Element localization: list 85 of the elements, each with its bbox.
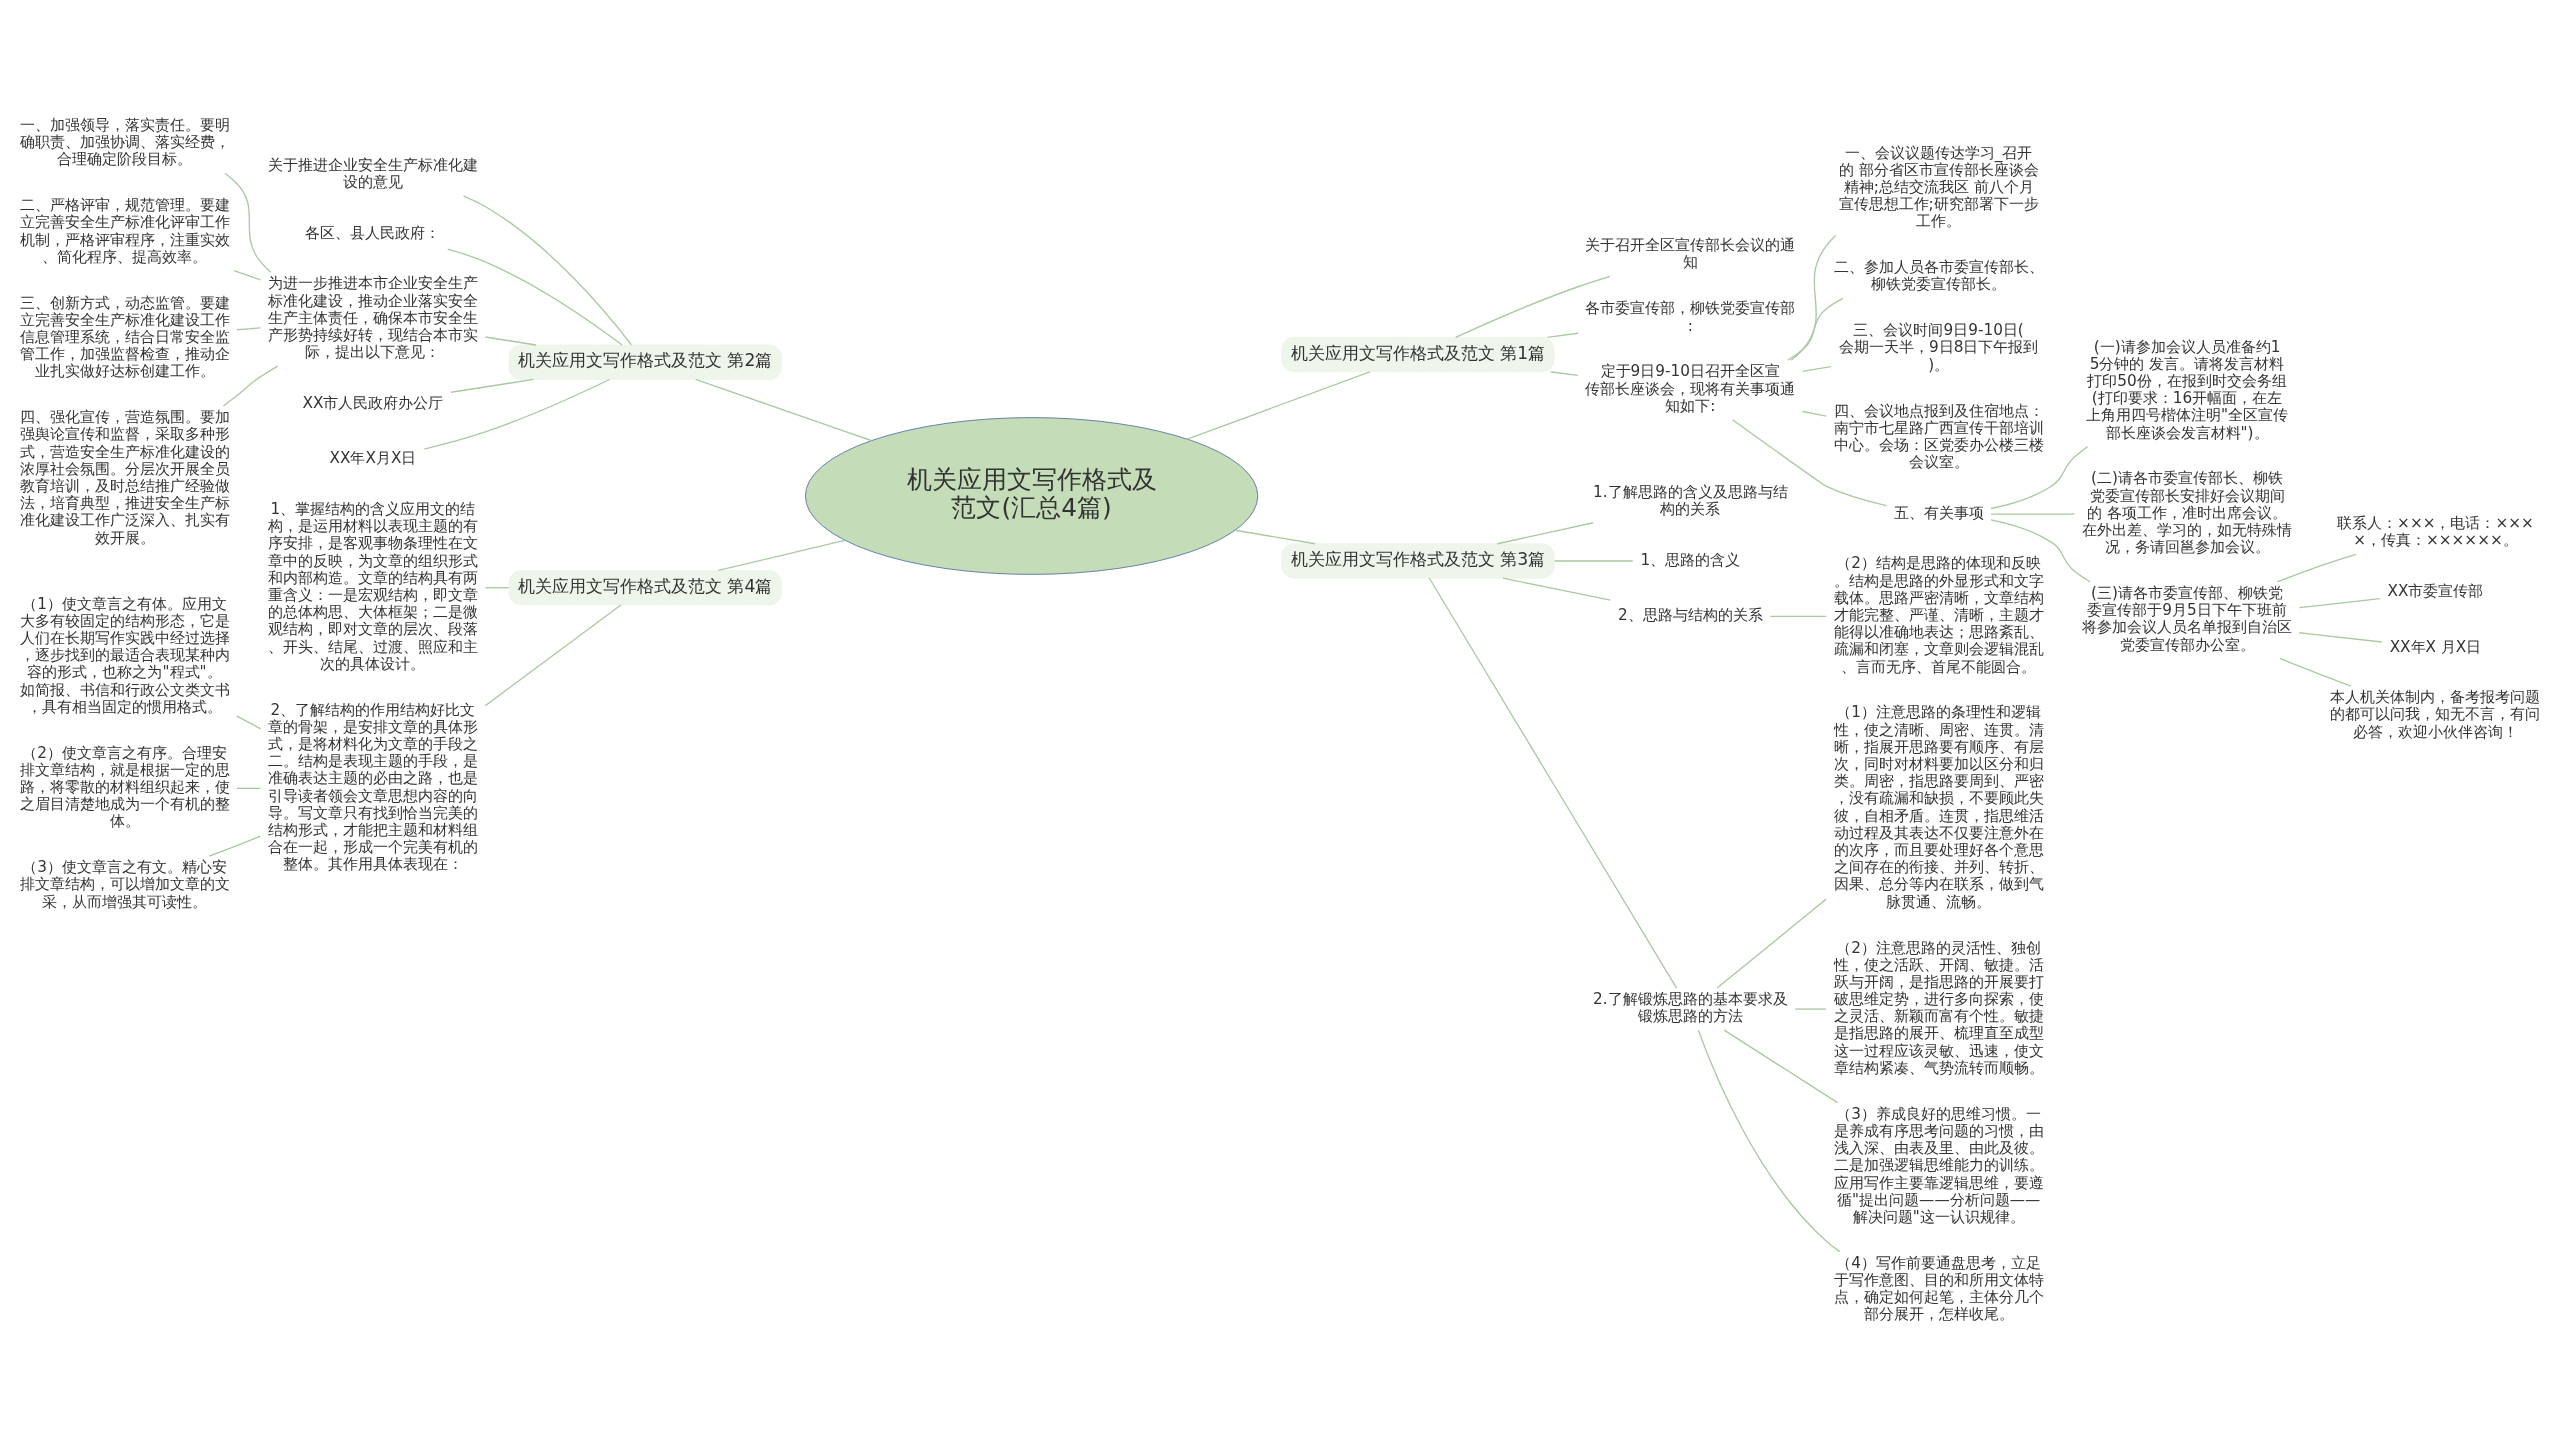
connector	[1234, 529, 1316, 544]
node-text: 2.了解锻炼思路的基本要求及锻炼思路的方法	[1592, 989, 1788, 1025]
node-text: (一)请参加会议人员准备约15分钟的 发言。请将发言材料打印50份，在报到时交会务组(打印要求：16开幅面，在左上角用四号楷体注明"全区宣传部长座谈会发言材料")。	[2086, 337, 2289, 442]
connector	[1787, 297, 1844, 361]
connector	[717, 539, 846, 571]
connector	[1801, 365, 1832, 372]
connector	[447, 247, 623, 346]
node-text: 五、有关事项	[1893, 503, 1984, 522]
node-text: XX年X 月X日	[2389, 637, 2482, 656]
connector	[1496, 521, 1594, 544]
node-text: （4）写作前要通盘思考，立足于写作意图、目的和所用文体特点，确定如何起笔，主体分几个部分展开，怎样收尾。	[1833, 1253, 2044, 1323]
connector	[1769, 615, 1828, 617]
connector	[462, 194, 633, 346]
node-text: 四、会议地点报到及住宿地点：南宁市七星路广西宣传干部培训中心。会场：区党委办公楼三楼会议室。	[1833, 401, 2044, 471]
connector	[236, 714, 262, 729]
connector	[1455, 275, 1611, 338]
node-text: (二)请各市委宣传部长、柳铁党委宣传部长安排好会议期间的 各项工作，准时出席会议。在外出差、学习的，如无特殊情况，务请回邕参加会议。	[2082, 468, 2293, 556]
node-text: 四、强化宣传，营造氛围。要加强舆论宣传和监督，采取多种形式，营造安全生产标准化建设的浓厚社会氛围。分层次开展全员教育培训，及时总结推广经验做法，培育典型，推进安全生产标准化建设工作广泛深入、扎实有效开展。	[19, 407, 230, 547]
connector	[222, 364, 279, 407]
connector	[1990, 513, 2076, 515]
connector	[233, 269, 262, 281]
connector	[1428, 577, 1678, 989]
node-ellipse: 机关应用文写作格式及范文(汇总4篇)	[804, 416, 1259, 575]
node-text: 本人机关体制内，备考报考问题的都可以问我，知无不言，有问必答，欢迎小伙伴咨询！	[2330, 687, 2541, 741]
node-text: XX市人民政府办公厅	[302, 393, 444, 412]
node-text: 1、思路的含义	[1640, 550, 1741, 569]
node-box: 机关应用文写作格式及范文 第3篇	[1281, 542, 1555, 579]
connector	[1546, 332, 1579, 338]
connector	[484, 603, 622, 706]
node-text: （3）使文章言之有文。精心安排文章结构，可以增加文章的文采，从而增强其可读性。	[19, 857, 230, 911]
node-text: 2、思路与结构的关系	[1617, 605, 1763, 624]
node-text: XX年X月X日	[329, 448, 417, 467]
connector	[2298, 631, 2383, 643]
connector	[236, 787, 262, 789]
node-text: （2）注意思路的灵活性、独创性，使之活跃、开阔、敏捷。活跃与开阔，是指思路的开展要打破思维定势，进行多向探索，使之灵活、新颖而富有个性。敏捷是指思路的展开、梳理直至成型这一过程应该灵敏、迅速，使文章结构紧凑、气势流转而顺畅。	[1833, 938, 2044, 1077]
node-text: 一、加强领导，落实责任。要明确职责、加强协调、落实经费，合理确定阶段目标。	[19, 115, 230, 168]
connector	[423, 378, 611, 450]
connector	[236, 326, 262, 330]
node-text: （1）注意思路的条理性和逻辑性，使之清晰、周密、连贯。清晰，指展开思路要有顺序、有层次，同时对材料要加以区分和归类。周密，指思路要周到、严密，没有疏漏和缺损，不要顾此失彼，自相矛盾。连贯，指思维活动过程及其表达不仅要注意外在的次序，而且要处理好各个意思之间存在的衔接、并列、转折、因果、总分等内在联系，做到气脉贯通、流畅。	[1833, 702, 2044, 911]
node-text: 二、参加人员各市委宣传部长、柳铁党委宣传部长。	[1833, 257, 2044, 293]
node-text: 关于召开全区宣传部长会议的通知	[1585, 235, 1796, 271]
connector	[1549, 370, 1579, 376]
node-text: 联系人：×××，电话：××××，传真：××××××。	[2337, 513, 2534, 549]
node-text: 二、严格评审，规范管理。要建立完善安全生产标准化评审工作机制，严格评审程序，注重实效、简化程序、提高效率。	[19, 195, 230, 266]
connector	[2279, 657, 2352, 687]
node-box: 机关应用文写作格式及范文 第1篇	[1281, 336, 1555, 372]
node-text: XX市委宣传部	[2387, 581, 2484, 600]
connector	[1990, 518, 2091, 583]
node-text: 为进一步推进本市企业安全生产标准化建设，推动企业落实安全生产主体责任，确保本市安全生产形势持续好转，现结合本市实际，提出以下意见：	[267, 273, 478, 361]
connector	[1801, 410, 1827, 417]
node-text: （1）使文章言之有体。应用文大多有较固定的结构形态，它是人们在长期写作实践中经过选择，逐步找到的最适合表现某种内容的形式，也称之为"程式"。如简报、书信和行政公文类文书，具有相当固定的惯用格式。	[19, 594, 230, 716]
node-text: 各区、县人民政府：	[305, 223, 441, 242]
connector	[1716, 897, 1827, 989]
connector	[1731, 418, 1888, 506]
connector	[450, 378, 535, 393]
connector	[208, 835, 262, 857]
node-text: 关于推进企业安全生产标准化建设的意见	[267, 155, 478, 191]
node-text: 三、创新方式，动态监管。要建立完善安全生产标准化建设工作信息管理系统，结合日常安全监管工作，加强监督检查，推动企业扎实做好达标创建工作。	[19, 293, 230, 380]
node-text: 三、会议时间9日9-10日(会期一天半，9日8日下午报到)。	[1838, 320, 2039, 374]
connector	[1990, 445, 2089, 509]
connector	[484, 586, 510, 588]
node-box: 机关应用文写作格式及范文 第4篇	[508, 569, 782, 605]
connector	[484, 335, 537, 346]
node-text: (三)请各市委宣传部、柳铁党委宣传部于9月5日下午下班前将参加会议人员名单报到自治区党委宣传部办公室。	[2082, 583, 2293, 654]
node-text: （3）养成良好的思维习惯。一是养成有序思考问题的习惯，由浅入深、由表及里、由此及彼。二是加强逻辑思维能力的训练。应用写作主要靠逻辑思维，要遵循"提出问题——分析问题——解决问题"这一认识规律。	[1833, 1104, 2044, 1226]
connector	[1697, 1029, 1841, 1252]
connector	[2298, 597, 2381, 608]
node-text: 各市委宣传部，柳铁党委宣传部:	[1585, 298, 1796, 335]
node-box: 机关应用文写作格式及范文 第2篇	[508, 344, 782, 380]
node-text: 1、掌握结构的含义应用文的结构，是运用材料以表现主题的有序安排，是客观事物条理性在文章中的反映，为文章的组织形式和内部构造。文章的结构具有两重含义：一是宏观结构，即文章的总体构思、大体框架；二是微观结构，即对文章的层次、段落、开头、结尾、过渡、照应和主次的具体设计。	[267, 499, 478, 673]
connector	[1186, 370, 1371, 440]
connector	[1794, 1007, 1827, 1010]
node-text: （2）使文章言之有序。合理安排文章结构，就是根据一定的思路，将零散的材料组织起来，使之眉目清楚地成为一个有机的整体。	[19, 743, 230, 830]
connector	[1790, 234, 1837, 361]
node-text: 1.了解思路的含义及思路与结构的关系	[1592, 482, 1788, 518]
node-text: 2、了解结构的作用结构好比文章的骨架，是安排文章的具体形式，是将材料化为文章的手段之二。结构是表现主题的手段，是准确表达主题的必由之路，也是引导读者领会文章思想内容的向导。写文章只有找到恰当完美的结构形式，才能把主题和材料组合在一起，形成一个完美有机的整体。其作用具体表现在：	[267, 700, 478, 873]
node-text: （2）结构是思路的体现和反映。结构是思路的外显形式和文字载体。思路严密清晰，文章结构才能完整、严谨、清晰，主题才能得以准确地表达；思路紊乱、疏漏和闭塞，文章则会逻辑混乱、言而无序、首尾不能圆合。	[1833, 553, 2044, 676]
connector	[1723, 1029, 1839, 1103]
connector	[224, 172, 272, 273]
connector	[1502, 577, 1611, 601]
connector	[2276, 553, 2357, 583]
node-text: 定于9日9-10日召开全区宣传部长座谈会，现将有关事项通知如下:	[1585, 361, 1796, 415]
connector	[1553, 559, 1634, 562]
node-text: 一、会议议题传达学习_召开的 部分省区市宣传部长座谈会精神;总结交流我区 前八个月宣传思想工作;研究部署下一步工作。	[1838, 143, 2039, 230]
connector	[695, 378, 872, 441]
